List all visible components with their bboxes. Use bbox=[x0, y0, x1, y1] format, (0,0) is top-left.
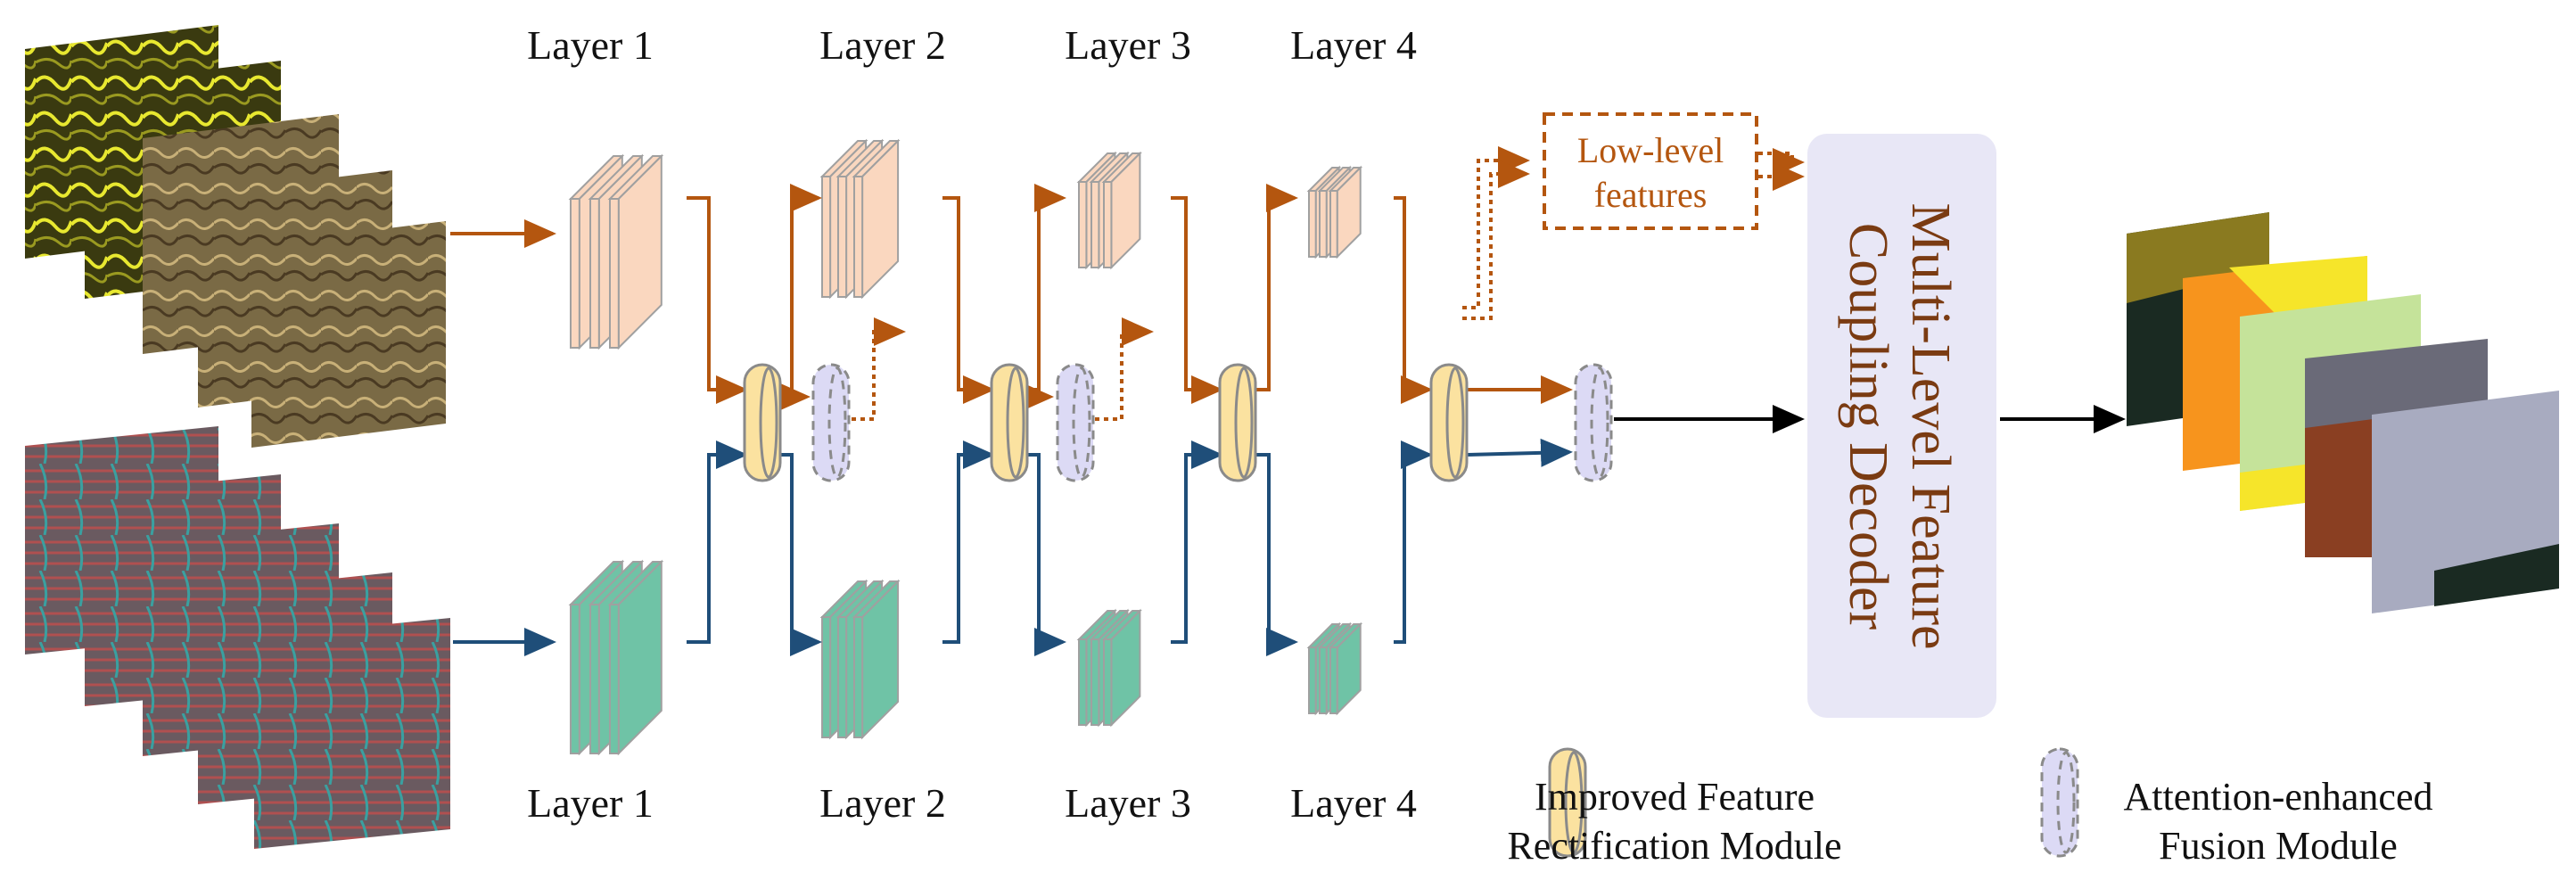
sar-l1-to-ifrm1 bbox=[687, 440, 748, 644]
opt-l3-to-ifrm3 bbox=[1171, 196, 1223, 404]
decoder-line1: Multi-Level Feature bbox=[1900, 203, 1961, 650]
feature-slab-edge bbox=[1308, 190, 1317, 258]
sar-input-stack bbox=[25, 426, 450, 849]
optical-layer-4-features bbox=[1306, 165, 1363, 259]
feature-slab-edge bbox=[837, 616, 848, 738]
feature-slab-edge bbox=[1078, 638, 1088, 726]
feature-slab-edge bbox=[1329, 646, 1338, 714]
dotted-feeds bbox=[778, 146, 1805, 421]
top-layer-1-label: Layer 1 bbox=[527, 22, 654, 68]
opt-l2-to-ifrm2 bbox=[942, 196, 995, 404]
top-layer-3-label: Layer 3 bbox=[1065, 22, 1191, 68]
feature-slab-edge bbox=[1319, 190, 1328, 258]
bottom-layer-2-label: Layer 2 bbox=[819, 780, 946, 826]
output-map-stack bbox=[2127, 212, 2559, 613]
top-layer-4-label: Layer 4 bbox=[1290, 22, 1417, 68]
low-level-line1: Low-level bbox=[1577, 130, 1724, 170]
bottom-layer-4-label: Layer 4 bbox=[1290, 780, 1417, 826]
ifrm-module-3 bbox=[1218, 363, 1257, 482]
aefm1-up-out bbox=[852, 317, 906, 421]
feature-slab-edge bbox=[853, 176, 864, 298]
legend-aefm-line1: Attention-enhanced bbox=[2124, 775, 2433, 819]
decoder-line2: Coupling Decoder bbox=[1838, 223, 1898, 630]
feature-slab-edge bbox=[1308, 646, 1317, 714]
feature-slab-edge bbox=[1090, 181, 1100, 268]
low-level-features-box bbox=[1543, 112, 1758, 230]
optical-input-stack bbox=[25, 25, 446, 448]
bottom-layer-3-label: Layer 3 bbox=[1065, 780, 1191, 826]
lowlevel-feed-a bbox=[1462, 146, 1530, 309]
legend-aefm-icon bbox=[2040, 747, 2079, 858]
lowlevel-feed-b bbox=[1462, 160, 1530, 320]
feature-slab-edge bbox=[1319, 646, 1328, 714]
legend-ifrm-icon bbox=[1548, 747, 1587, 858]
feature-slab-edge bbox=[1078, 181, 1088, 268]
legend-ifrm-line1: Improved Feature bbox=[1535, 775, 1815, 819]
feature-slab-edge bbox=[821, 616, 832, 738]
ifrm-module-1 bbox=[743, 363, 782, 482]
modules bbox=[743, 363, 1613, 482]
top-layer-2-label: Layer 2 bbox=[819, 22, 946, 68]
sar-layer-4-features bbox=[1306, 621, 1363, 716]
sar-layer-1-features bbox=[568, 559, 664, 756]
decoder-box bbox=[1807, 134, 1996, 718]
bottom-layer-1-label: Layer 1 bbox=[527, 780, 654, 826]
feature-slab-edge bbox=[570, 198, 580, 349]
output-map-1-patch bbox=[2127, 212, 2269, 303]
low-level-line2: features bbox=[1594, 175, 1708, 215]
opt-l4-to-ifrm4 bbox=[1394, 196, 1433, 404]
lowlevel-to-decoder-a bbox=[1758, 148, 1805, 177]
optical-layer-1-features bbox=[568, 153, 664, 350]
optical-layer-2-features bbox=[819, 138, 901, 300]
feature-slab-edge bbox=[1103, 638, 1113, 726]
sar-layer-2-features bbox=[819, 579, 901, 740]
feature-blocks bbox=[568, 138, 1363, 756]
sar-l3-to-ifrm3 bbox=[1171, 440, 1223, 644]
legend-aefm-cylinder bbox=[2040, 747, 2079, 858]
ifrm-module-2 bbox=[990, 363, 1029, 482]
sar-branch-connections bbox=[687, 438, 1573, 656]
output-map-2-patch bbox=[2229, 256, 2367, 321]
optical-layer-3-features bbox=[1076, 151, 1142, 270]
optical-image-5 bbox=[251, 221, 446, 448]
feature-slab-edge bbox=[589, 604, 600, 754]
ifrm1-to-opt-l2 bbox=[780, 184, 822, 391]
ifrm2-to-opt-l3 bbox=[1027, 184, 1066, 391]
sar-l4-to-ifrm4 bbox=[1394, 440, 1433, 644]
aefm-module-1 bbox=[811, 363, 851, 482]
ifrm-module-4 bbox=[1429, 363, 1469, 482]
feature-slab-edge bbox=[837, 176, 848, 298]
feature-slab-edge bbox=[1103, 181, 1113, 268]
ifrm4-to-aefm-final-sar bbox=[1466, 438, 1573, 467]
sar-layer-3-features bbox=[1076, 608, 1142, 728]
sar-image-5 bbox=[254, 618, 450, 849]
opt-l1-to-ifrm1 bbox=[687, 196, 748, 404]
legend-ifrm-line2: Rectification Module bbox=[1507, 824, 1841, 868]
sar-l2-to-ifrm2 bbox=[942, 440, 995, 644]
feature-slab-edge bbox=[609, 198, 620, 349]
aefm2-up-out bbox=[1095, 317, 1154, 421]
ifrm3-to-sar-l4 bbox=[1255, 453, 1298, 656]
legend-aefm-line2: Fusion Module bbox=[2159, 824, 2398, 868]
aefm-module-final bbox=[1574, 363, 1613, 482]
feature-slab-edge bbox=[609, 604, 620, 754]
ifrm2-to-sar-l3 bbox=[1027, 453, 1066, 656]
feature-slab-edge bbox=[1329, 190, 1338, 258]
aefm-module-2 bbox=[1056, 363, 1095, 482]
feature-slab-edge bbox=[1090, 638, 1100, 726]
ifrm1-to-sar-l2 bbox=[780, 453, 822, 656]
legend-ifrm-cylinder bbox=[1548, 747, 1587, 858]
feature-slab-edge bbox=[853, 616, 864, 738]
ifrm3-to-opt-l4 bbox=[1255, 184, 1298, 391]
feature-slab-edge bbox=[821, 176, 832, 298]
feature-slab-edge bbox=[589, 198, 600, 349]
output-map-5-patch bbox=[2434, 544, 2559, 606]
legend: Improved Feature Rectification Module At… bbox=[1507, 747, 2433, 868]
feature-slab-edge bbox=[570, 604, 580, 754]
